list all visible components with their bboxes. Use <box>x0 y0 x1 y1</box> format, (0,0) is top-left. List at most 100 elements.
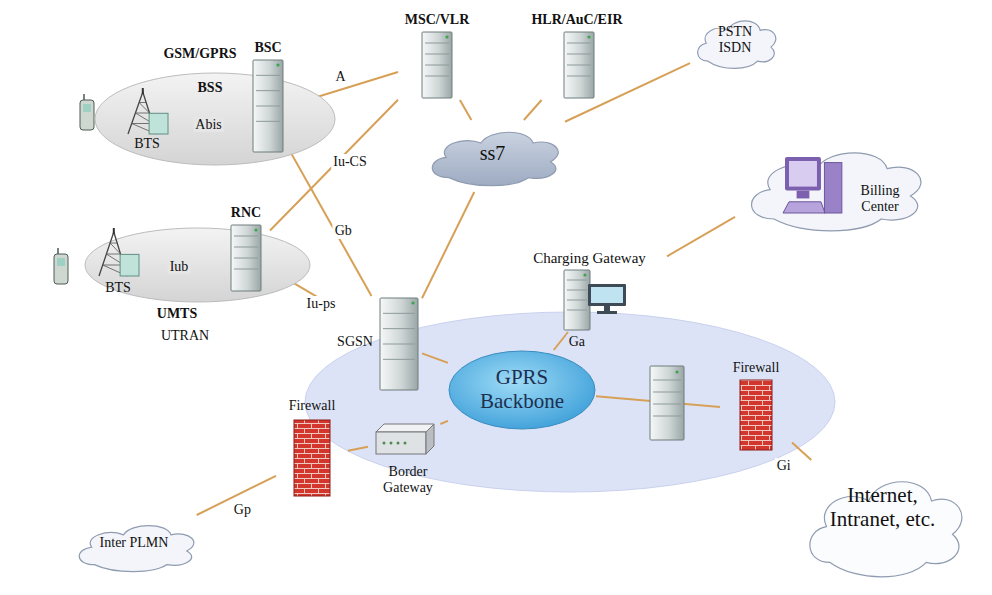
tower-icon <box>128 88 168 134</box>
network-node: HLR/AuC/EIR <box>522 12 632 100</box>
label-slot: RNC <box>222 205 270 221</box>
node-label: BSC <box>245 40 291 56</box>
network-node: SGSN <box>332 296 422 394</box>
label-slot: Firewall <box>720 360 792 376</box>
interface-label: Iub <box>168 259 191 274</box>
label-slot: GSM/GPRS <box>150 46 250 62</box>
label-slot: BTS <box>122 136 172 152</box>
interface-label-slot: Ga <box>567 332 587 350</box>
mobile-phone <box>80 94 94 130</box>
node-label: MSC/VLR <box>398 12 476 28</box>
interface-label: Gb <box>333 223 354 238</box>
cloud-shape <box>79 526 194 572</box>
interface-label: Gi <box>775 458 793 473</box>
label-slot: SGSN <box>332 334 378 350</box>
interface-link <box>667 217 735 256</box>
label-slot: Charging Gateway <box>512 250 667 267</box>
interface-label: Gp <box>232 502 253 517</box>
tower-icon <box>99 228 139 276</box>
label-slot: MSC/VLR <box>398 12 476 28</box>
label-slot: HLR/AuC/EIR <box>522 12 632 28</box>
interface-label-slot: Iu-CS <box>331 152 368 170</box>
network-node: GPRS Backbone <box>448 350 596 430</box>
network-node: Charging Gateway <box>512 250 667 332</box>
label-slot: Firewall <box>276 398 348 414</box>
firewall-wall <box>294 420 330 496</box>
network-element: RNC <box>222 205 270 293</box>
computer-icon <box>783 157 842 213</box>
label-slot: Billing Center <box>847 183 913 214</box>
network-node: ss7 <box>420 120 565 192</box>
cloud-shape <box>698 21 776 69</box>
node-label: Firewall <box>720 360 792 376</box>
interface-link <box>348 447 368 451</box>
label-slot: ss7 <box>450 142 535 164</box>
node-sublabel: UTRAN <box>140 328 230 344</box>
cloud-shape <box>810 482 962 577</box>
network-node: Internet, Intranet, etc. <box>795 460 970 588</box>
node-label: GSM/GPRS <box>150 46 250 62</box>
label-slot: GPRS Backbone <box>462 366 582 413</box>
network-node: Firewall <box>276 398 348 498</box>
node-label: Inter PLMN <box>86 535 182 551</box>
network-element: BSC <box>245 40 291 156</box>
network-node: GSM/GPRS BSS BTS BSC <box>95 38 335 165</box>
label-slot: UTRAN <box>140 328 230 344</box>
network-node: UMTS UTRAN BTS RNC <box>85 200 310 347</box>
interface-label-slot: A <box>333 67 347 85</box>
node-shape <box>245 40 291 156</box>
node-shape <box>735 135 930 240</box>
server-icon <box>231 225 261 291</box>
interface-label-slot: Gb <box>333 221 354 239</box>
firewall-wall <box>740 380 772 450</box>
node-sublabel: BSS <box>180 80 240 96</box>
label-slot: Inter PLMN <box>86 535 182 551</box>
node-label: HLR/AuC/EIR <box>522 12 632 28</box>
label-slot: UMTS <box>137 306 217 322</box>
node-label: Border Gateway <box>374 464 442 495</box>
label-slot: PSTN ISDN <box>710 24 760 55</box>
label-slot: Internet, Intranet, etc. <box>825 484 940 531</box>
network-node: Billing Center <box>735 135 930 240</box>
gateway-device <box>376 424 434 454</box>
network-band <box>95 73 335 165</box>
network-element: BTS <box>92 226 144 306</box>
network-node: Inter PLMN <box>68 515 200 577</box>
server-icon <box>380 298 418 390</box>
server-icon <box>564 270 590 330</box>
monitor-icon <box>588 284 626 314</box>
network-node: MSC/VLR <box>398 12 476 100</box>
node-label: UMTS <box>137 306 217 322</box>
ggsn-server <box>650 366 684 440</box>
interface-label-slot: Iub <box>168 257 191 275</box>
node-label: PSTN ISDN <box>710 24 760 55</box>
node-label: Billing Center <box>847 183 913 214</box>
node-label: RNC <box>222 205 270 221</box>
network-band <box>85 228 310 302</box>
network-node: Firewall <box>720 360 792 452</box>
label-slot: BSC <box>245 40 291 56</box>
node-label: SGSN <box>332 334 378 350</box>
interface-link <box>422 192 474 298</box>
interface-label: Iu-ps <box>305 296 338 311</box>
server-icon <box>253 60 283 152</box>
node-label: Firewall <box>276 398 348 414</box>
node-label: Charging Gateway <box>512 250 667 267</box>
cloud-shape <box>752 153 921 231</box>
backbone-ellipse <box>449 351 595 429</box>
node-label: Internet, Intranet, etc. <box>825 484 940 531</box>
node-label: BTS <box>92 280 144 296</box>
interface-label: Iu-CS <box>331 154 368 169</box>
server-icon <box>564 32 594 98</box>
network-element: BTS <box>122 88 172 154</box>
network-node: PSTN ISDN <box>690 10 780 74</box>
interface-link <box>460 100 471 120</box>
label-slot: BTS <box>92 280 144 296</box>
node-label: GPRS Backbone <box>462 366 582 413</box>
server-icon <box>422 32 452 98</box>
label-slot: Border Gateway <box>374 464 442 495</box>
node-label: ss7 <box>450 142 535 164</box>
